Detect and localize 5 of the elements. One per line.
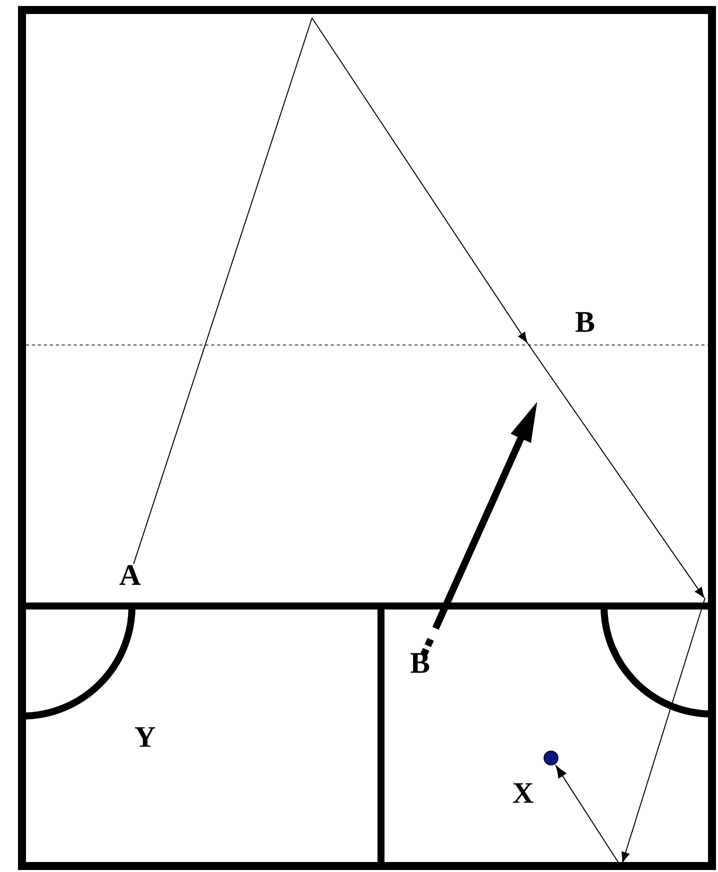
court-label: X bbox=[512, 783, 534, 803]
court-label: A bbox=[120, 565, 141, 585]
court-label: Y bbox=[134, 727, 156, 747]
ball bbox=[544, 750, 558, 766]
court-label: B bbox=[576, 312, 594, 332]
